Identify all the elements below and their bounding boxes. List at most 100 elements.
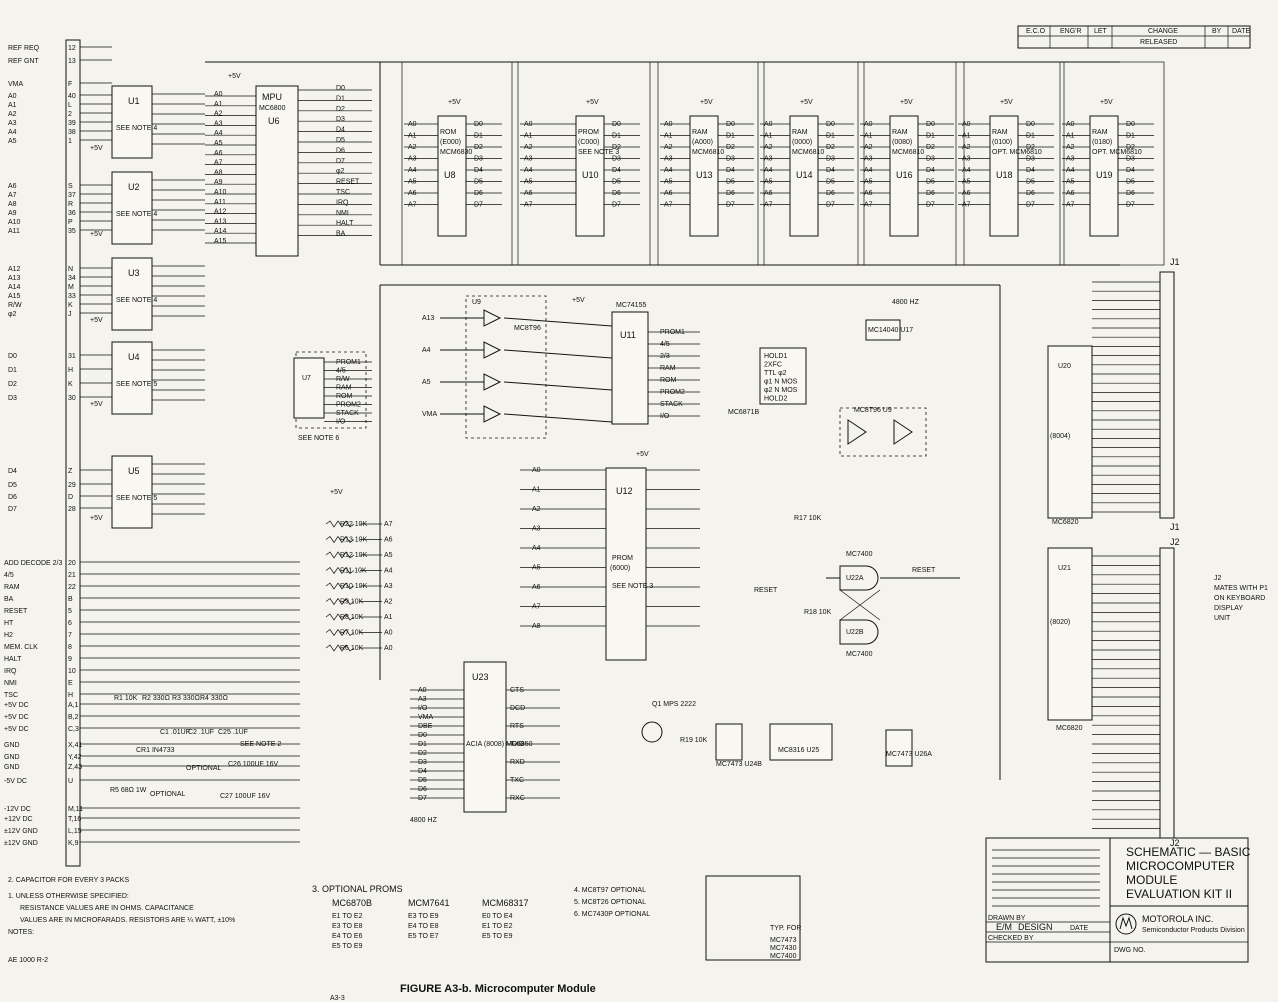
decoder-output: I/O — [660, 413, 670, 420]
decoder-output: ROM — [660, 377, 677, 384]
decoder-output: PROM1 — [660, 329, 685, 336]
memory-supply: +5V — [1100, 99, 1113, 106]
edge-signal-label: D0 — [8, 353, 17, 360]
memory-addr-pin: A5 — [864, 179, 873, 186]
memory-data-pin: D6 — [1126, 190, 1135, 197]
edge-pin-label: L,15 — [68, 828, 82, 835]
edge-pin-label: Z,43 — [68, 764, 82, 771]
edge-pin-label: E — [68, 680, 73, 687]
memory-data-pin: D4 — [474, 167, 483, 174]
mpu-label: MPU — [262, 92, 282, 102]
memory-data-pin: D3 — [474, 156, 483, 163]
acia-right-pin: TXD — [510, 741, 524, 748]
acia-left-pin: DBE — [418, 723, 433, 730]
memory-addr-pin: A1 — [524, 133, 533, 140]
memory-address: (A000) — [692, 139, 713, 146]
driver-input-label: VMA — [422, 411, 438, 418]
edge-pin-label: 7 — [68, 632, 72, 639]
memory-addr-pin: A0 — [864, 121, 873, 128]
memory-addr-pin: A6 — [664, 190, 673, 197]
pia1-port: J1 — [1170, 522, 1180, 532]
clock-pin: TTL φ2 — [764, 370, 787, 377]
edge-pin-label: 34 — [68, 275, 76, 282]
mpu-address-pin: A4 — [214, 130, 223, 137]
memory-ref: U8 — [444, 170, 456, 180]
edge-signal-label: A1 — [8, 102, 17, 109]
u12-addr-pin: A3 — [532, 526, 541, 533]
edge-pin-label: 38 — [68, 129, 76, 136]
edge-pin-label: K — [68, 302, 73, 309]
edge-pin-label: X,41 — [68, 742, 83, 749]
title-line-1: SCHEMATIC — BASIC — [1126, 845, 1251, 859]
memory-addr-pin: A1 — [1066, 133, 1075, 140]
mpu-ref: U6 — [268, 116, 280, 126]
edge-signal-label: D7 — [8, 506, 17, 513]
mpu-data-pin: HALT — [336, 220, 354, 227]
memory-addr-pin: A5 — [664, 179, 673, 186]
memory-array: ROM(E000)MCM6830U8A0A1A2A3A4A5A6A7D0D1D2… — [401, 61, 1165, 266]
edge-signal-label: REF GNT — [8, 58, 39, 65]
prom-jumper: E1 TO E2 — [332, 913, 363, 920]
edge-signal-label: H2 — [4, 632, 13, 639]
edge-signal-label: ±12V GND — [4, 828, 38, 835]
edge-pin-label: R — [68, 201, 73, 208]
edge-signal-label: HT — [4, 620, 14, 627]
memory-part: SEE NOTE 3 — [578, 149, 619, 156]
memory-addr-pin: A2 — [962, 144, 971, 151]
drawn-by-label: DRAWN BY — [988, 915, 1026, 922]
r19-label: R19 10K — [680, 737, 708, 744]
edge-signal-label: A8 — [8, 201, 17, 208]
reset-net-label: RESET — [912, 567, 936, 574]
prom-type: MC6870B — [332, 898, 372, 908]
buffer-supply: +5V — [90, 317, 103, 324]
u12-addr: (6000) — [610, 565, 630, 572]
edge-pin-label: C,3 — [68, 726, 79, 733]
buffer-supply: +5V — [90, 515, 103, 522]
acia-right-pin: TXC — [510, 777, 524, 784]
memory-frame — [657, 61, 765, 266]
edge-signal-label: A12 — [8, 266, 21, 273]
memory-addr-pin: A4 — [664, 167, 673, 174]
acia-u23: U23 ACIA (8008) MC6850 A0A3I/OVMADBED0D1… — [410, 661, 560, 824]
memory-data-pin: D2 — [1126, 144, 1135, 151]
edge-signal-label: A4 — [8, 129, 17, 136]
memory-ref: U18 — [996, 170, 1013, 180]
prom-jumper: E4 TO E6 — [332, 933, 363, 940]
mpu-part: MC6800 — [259, 105, 286, 112]
acia-left-pin: D1 — [418, 741, 427, 748]
u12-addr-pin: A6 — [532, 584, 541, 591]
memory-title: RAM — [692, 129, 708, 136]
driver-input-label: A4 — [422, 347, 431, 354]
baud-counter: Q1 MPS 2222 R19 10K MC7473 U24B MC8316 U… — [641, 701, 932, 768]
buffer-ref: U1 — [128, 96, 140, 106]
power-part-label: OPTIONAL — [186, 765, 222, 772]
memory-title: RAM — [992, 129, 1008, 136]
note-2: 2. CAPACITOR FOR EVERY 3 PACKS — [8, 877, 129, 884]
buffer-ref: U2 — [128, 182, 140, 192]
edge-pin-label: S — [68, 183, 73, 190]
decoder-output: 2/3 — [660, 353, 670, 360]
acia-left-pin: D4 — [418, 768, 427, 775]
acia-left-pin: D5 — [418, 777, 427, 784]
typ-part-2: MC7400 — [770, 953, 797, 960]
edge-pin-label: 12 — [68, 45, 76, 52]
memory-data-pin: D7 — [1126, 202, 1135, 209]
mpu-address-pin: A10 — [214, 189, 227, 196]
memory-data-pin: D0 — [826, 121, 835, 128]
memory-data-pin: D6 — [612, 190, 621, 197]
memory-data-pin: D0 — [612, 121, 621, 128]
memory-addr-pin: A6 — [1066, 190, 1075, 197]
memory-supply: +5V — [700, 99, 713, 106]
mpu-address-pin: A14 — [214, 228, 227, 235]
memory-data-pin: D0 — [1126, 121, 1135, 128]
mpu-data-pin: IRQ — [336, 199, 349, 206]
decoder-output: PROM2 — [660, 389, 685, 396]
memory-part: MCM6810 — [892, 149, 924, 156]
driver-gate — [483, 373, 502, 391]
memory-part: OPT. MCM6810 — [992, 149, 1042, 156]
memory-data-pin: D3 — [926, 156, 935, 163]
u11-supply: +5V — [572, 297, 585, 304]
edge-pin-label: H — [68, 692, 73, 699]
buffer-chip — [111, 171, 153, 245]
